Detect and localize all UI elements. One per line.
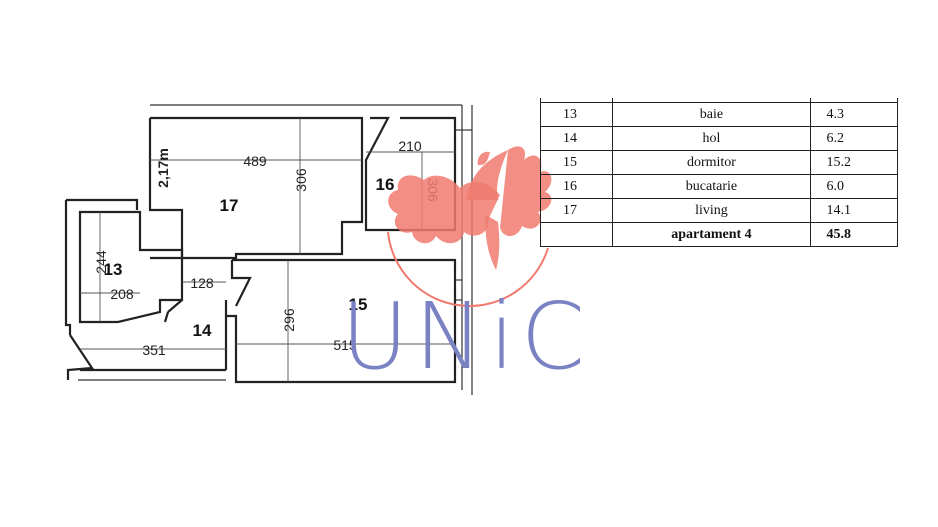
dim-kitchen-width: 210 [398,138,422,154]
room-area: 4.3 [809,102,898,127]
hall-entry-wall [66,334,94,380]
logo-text: UNiC [341,283,591,390]
living-left-wall [148,118,184,258]
table-total-row: apartament 4 45.8 [539,222,898,247]
room-14-label: 14 [193,321,212,340]
room-15-label: 15 [349,295,368,314]
bath-inner-walls [78,210,184,324]
dim-bath-width: 208 [110,286,134,302]
room-number: 15 [539,150,614,175]
bedroom-door [230,260,252,307]
dim-bedroom-depth: 296 [281,308,297,332]
dim-height: 2,17m [155,148,171,188]
kitchen-walls [364,116,457,232]
room-17-label: 17 [220,196,239,215]
room-name: bucatarie [612,174,811,199]
table-row: 16 bucatarie 6.0 [539,174,898,199]
room-number: 16 [539,174,614,199]
bath-outer-walls [64,198,139,335]
room-name: baie [612,102,811,127]
room-16-label: 16 [376,175,395,194]
phoenix-watermark-icon [388,146,552,270]
total-name: apartament 4 [612,222,811,247]
room-area: 15.2 [809,150,898,175]
room-number: 13 [539,102,614,127]
room-13-label: 13 [104,260,123,279]
dim-living-width: 489 [243,153,267,169]
dim-hall-width: 128 [190,275,214,291]
room-number: 17 [539,198,614,223]
table-row: 14 hol 6.2 [539,126,898,151]
room-name: dormitor [612,150,811,175]
bath-door [163,299,183,323]
room-name: hol [612,126,811,151]
room-area: 14.1 [809,198,898,223]
room-area: 6.2 [809,126,898,151]
room-name: living [612,198,811,223]
table-row: 17 living 14.1 [539,198,898,223]
room-area: 6.0 [809,174,898,199]
dim-living-depth: 306 [293,168,309,192]
living-walls [150,116,364,260]
table-row: 13 baie 4.3 [539,102,898,127]
rooms-area-table: 13 baie 4.3 14 hol 6.2 15 dormitor 15.2 … [539,98,898,247]
table-row: 15 dormitor 15.2 [539,150,898,175]
dim-hall-depth: 351 [142,342,166,358]
dim-bath-depth: 244 [93,250,109,274]
total-area: 45.8 [809,222,898,247]
dim-bedroom-width: 515 [333,337,357,353]
bedroom-walls [226,258,457,384]
room-number: 14 [539,126,614,151]
phoenix-arc [387,231,549,307]
